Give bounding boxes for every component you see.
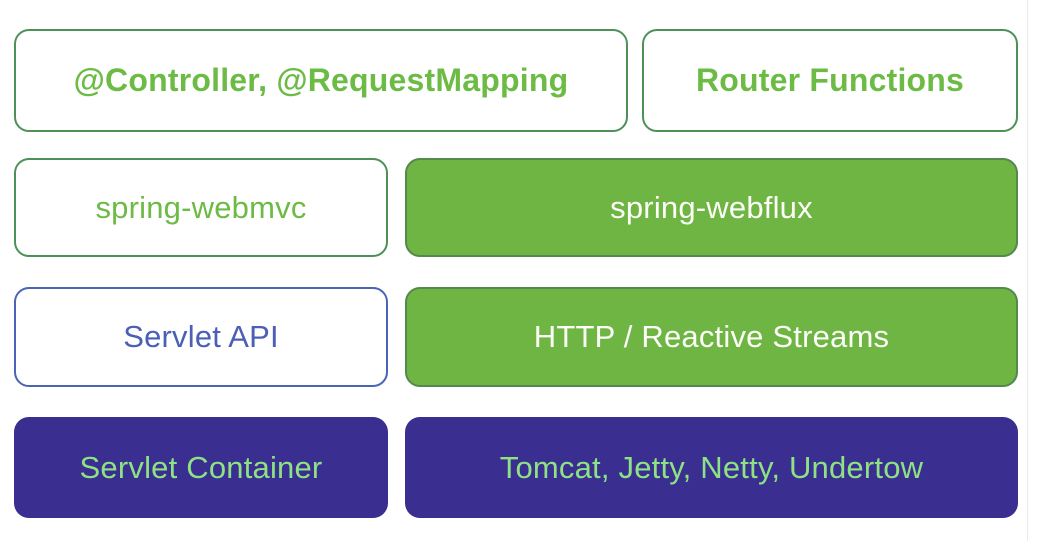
box-servlet-api: Servlet API [14, 287, 388, 387]
box-spring-webflux-label: spring-webflux [610, 189, 813, 225]
box-spring-webmvc-label: spring-webmvc [95, 189, 307, 225]
box-servlet-container-label: Servlet Container [79, 449, 323, 485]
slide-right-edge-line [1027, 0, 1028, 541]
box-http-reactive-streams: HTTP / Reactive Streams [405, 287, 1018, 387]
box-annotated-controllers-label: @Controller, @RequestMapping [73, 62, 569, 98]
box-servlet-api-label: Servlet API [123, 319, 279, 354]
box-spring-webflux: spring-webflux [405, 158, 1018, 257]
box-router-functions-label: Router Functions [695, 62, 965, 98]
box-servlet-container: Servlet Container [14, 417, 388, 518]
box-tomcat-jetty-netty-undertow: Tomcat, Jetty, Netty, Undertow [405, 417, 1018, 518]
box-annotated-controllers: @Controller, @RequestMapping [14, 29, 628, 132]
box-http-reactive-streams-label: HTTP / Reactive Streams [533, 319, 890, 354]
box-router-functions: Router Functions [642, 29, 1018, 132]
box-spring-webmvc: spring-webmvc [14, 158, 388, 257]
box-tomcat-jetty-netty-undertow-label: Tomcat, Jetty, Netty, Undertow [499, 449, 924, 485]
